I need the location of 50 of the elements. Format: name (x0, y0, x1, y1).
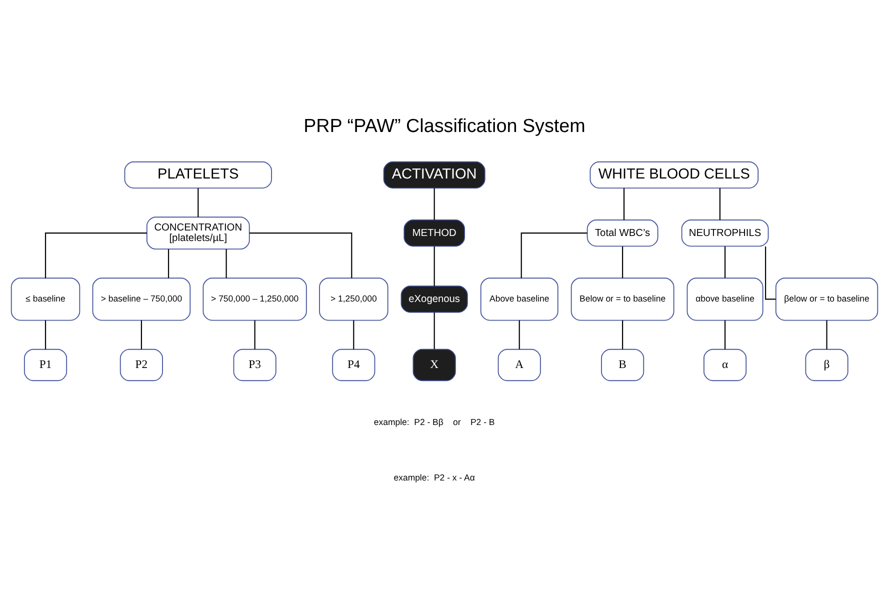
connector (434, 246, 435, 286)
connector (168, 249, 170, 278)
node-box: P3 (233, 348, 276, 382)
node-box: Below or = to baseline (570, 278, 674, 321)
connector (198, 188, 199, 218)
connector (353, 320, 354, 350)
connector (622, 246, 624, 278)
node-box: βelow or = to baseline (775, 278, 878, 321)
connector (826, 320, 828, 350)
node-box: CONCENTRATION [platelets/µL] (146, 216, 250, 250)
node-box: β (805, 348, 848, 382)
connector (623, 188, 625, 220)
node-box: Above baseline (480, 278, 558, 321)
connector (518, 320, 520, 350)
node-box: P1 (24, 348, 68, 382)
connector (434, 312, 435, 350)
label: example: P2 - x - Aα (394, 472, 475, 482)
connector (140, 320, 142, 350)
node-box: α (703, 348, 747, 382)
node-box: METHOD (404, 220, 465, 247)
node-box: ACTIVATION (383, 161, 486, 188)
connector (724, 320, 726, 350)
node-box: > baseline – 750,000 (92, 278, 191, 321)
connector (434, 188, 435, 220)
connector (724, 246, 726, 278)
node-box: eXogenous (400, 286, 468, 313)
connector (226, 249, 227, 278)
diagram-title: PRP “PAW” Classification System (304, 116, 586, 137)
node-box: A (498, 348, 541, 382)
connector (249, 232, 352, 278)
node-box: αbove baseline (686, 278, 764, 321)
node-box: NEUTROPHILS (681, 220, 769, 247)
node-box: WHITE BLOOD CELLS (590, 161, 759, 188)
node-box: B (601, 348, 644, 382)
node-box: > 750,000 – 1,250,000 (202, 278, 307, 321)
node-box: P4 (332, 348, 376, 382)
connector (719, 188, 720, 220)
connector (765, 246, 776, 300)
connector (44, 232, 147, 278)
node-box: PLATELETS (124, 161, 272, 188)
label: example: P2 - Bβ or P2 - B (374, 417, 495, 428)
connector (622, 320, 624, 350)
node-box: ≤ baseline (10, 278, 80, 321)
node-box: X (412, 348, 456, 382)
node-box: Total WBC’s (586, 220, 658, 247)
connector (44, 320, 46, 350)
node-box: P2 (120, 348, 163, 382)
connector (254, 320, 256, 350)
connector (520, 232, 588, 278)
node-box: > 1,250,000 (319, 278, 388, 321)
